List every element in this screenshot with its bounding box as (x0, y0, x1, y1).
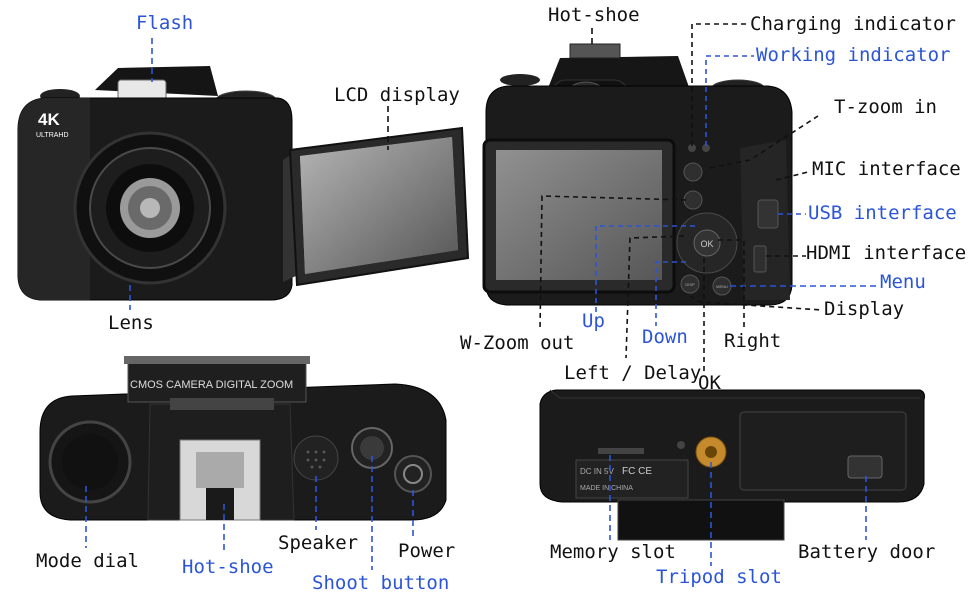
front-badge-ultrahd: ULTRAHD (36, 132, 69, 139)
label-menu: Menu (880, 271, 926, 293)
label-flash: Flash (136, 12, 194, 34)
front-badge-4k: 4K (38, 110, 60, 129)
label-lcd-display: LCD display (334, 84, 460, 106)
label-tripod-slot: Tripod slot (656, 566, 782, 588)
bottom-camera-view: DC IN 5V FC CE MADE IN CHINA (539, 389, 925, 541)
hot-shoe-mount (569, 43, 621, 59)
label-left-delay: Left / Delay (564, 362, 702, 384)
label-t-zoom-in: T-zoom in (834, 96, 937, 118)
label-hot-shoe-top: Hot-shoe (182, 556, 274, 578)
label-memory-slot: Memory slot (550, 541, 676, 563)
ok-button-text: OK (700, 239, 713, 249)
label-ok: OK (698, 372, 721, 394)
label-down: Down (642, 326, 688, 348)
label-up: Up (582, 310, 605, 332)
label-w-zoom-out: W-Zoom out (460, 332, 575, 354)
label-usb-interface: USB interface (808, 202, 957, 224)
disp-button-text: DISP (685, 282, 695, 287)
top-ring-text: CMOS CAMERA DIGITAL ZOOM (130, 379, 293, 391)
label-working-indicator: Working indicator (756, 44, 951, 66)
plate-line-3: MADE IN CHINA (580, 485, 633, 492)
label-lens: Lens (108, 312, 154, 334)
leader-lines (85, 23, 880, 570)
label-battery-door: Battery door (798, 541, 936, 563)
back-camera-view: OK DISP MENU (482, 43, 793, 306)
label-speaker: Speaker (278, 532, 359, 554)
label-hdmi-interface: HDMI interface (806, 242, 967, 264)
label-mode-dial: Mode dial (36, 550, 139, 572)
label-right: Right (724, 330, 782, 352)
top-camera-view: CMOS CAMERA DIGITAL ZOOM (39, 356, 447, 521)
plate-line-1: DC IN 5V (580, 467, 614, 476)
label-mic-interface: MIC interface (812, 158, 961, 180)
front-camera-view: 4K ULTRAHD (17, 66, 470, 301)
plate-line-2: FC CE (622, 466, 652, 477)
label-charging-indicator: Charging indicator (750, 13, 956, 35)
label-display: Display (824, 298, 905, 320)
menu-button-text: MENU (716, 284, 728, 289)
label-shoot-button: Shoot button (312, 572, 450, 594)
label-power: Power (398, 540, 456, 562)
label-hot-shoe-back: Hot-shoe (548, 4, 640, 26)
